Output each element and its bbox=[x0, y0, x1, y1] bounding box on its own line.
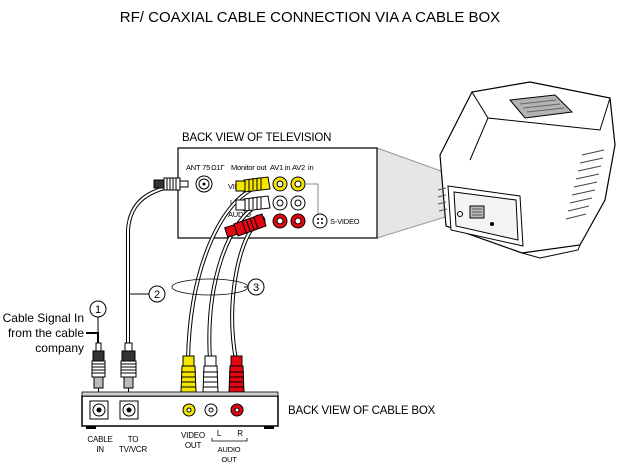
tv-svideo-label: S-VIDEO bbox=[330, 217, 360, 226]
tv-monitor-out-label: Monitor out bbox=[231, 163, 267, 172]
diagram-title: RF/ COAXIAL CABLE CONNECTION VIA A CABLE… bbox=[120, 9, 500, 26]
callout-2: 2 bbox=[154, 289, 160, 301]
cable-signal-label-line3: company bbox=[35, 341, 84, 355]
cable-signal-label-line2: from the cable bbox=[8, 326, 84, 340]
av-cables bbox=[186, 186, 257, 361]
tv-av2-in-jacks bbox=[290, 176, 306, 229]
audio-out-label-line2: OUT bbox=[221, 455, 237, 464]
tv-rca-plugs bbox=[224, 176, 271, 238]
rf-cable-callout: 2 bbox=[130, 285, 166, 303]
audio-out-r-label: R bbox=[237, 429, 243, 438]
red-plug-tv bbox=[224, 213, 267, 238]
cable-in-label-line1: CABLE bbox=[87, 435, 112, 444]
tv-svideo-jack: S-VIDEO bbox=[306, 183, 360, 229]
to-tvvcr-label-line1: TO bbox=[128, 435, 139, 444]
incoming-cable-plug bbox=[91, 342, 106, 396]
to-tvvcr-plug bbox=[120, 342, 137, 396]
cable-box-rf-plugs bbox=[91, 342, 137, 396]
tv-l-label: L bbox=[230, 198, 234, 207]
cable-box-labels: CABLE IN TO TV/VCR VIDEO OUT L R AUDIO O… bbox=[87, 429, 248, 464]
tv-av1-in-label: AV1 in bbox=[270, 163, 290, 172]
tv-ant-jack bbox=[195, 175, 213, 193]
audio-out-label-line1: AUDIO bbox=[218, 445, 241, 454]
video-out-label-line1: VIDEO bbox=[181, 431, 205, 440]
to-tvvcr-label-line2: TV/VCR bbox=[119, 445, 148, 454]
yellow-plug-tv bbox=[235, 176, 271, 193]
cable-signal-label-line1: Cable Signal In bbox=[3, 311, 84, 325]
to-tvvcr-jack bbox=[119, 400, 139, 420]
cable-box: BACK VIEW OF CABLE BOX bbox=[81, 391, 436, 429]
callout-3: 3 bbox=[253, 282, 259, 294]
tv-ant-label: ANT 75Ω1Γ bbox=[186, 163, 224, 172]
tv-audio-label: AUDIO bbox=[228, 210, 251, 219]
video-out-label-line2: OUT bbox=[185, 441, 202, 450]
tv-back-panel: BACK VIEW OF TELEVISION ANT 75Ω1Γ Monito… bbox=[177, 132, 378, 239]
cable-box-back-view-label: BACK VIEW OF CABLE BOX bbox=[288, 405, 436, 417]
tv-back-view-label: BACK VIEW OF TELEVISION bbox=[182, 132, 331, 144]
audio-out-l-label: L bbox=[217, 429, 222, 438]
rf-coaxial-cable bbox=[126, 177, 189, 345]
television-illustration bbox=[376, 81, 616, 259]
white-plug-tv bbox=[235, 195, 271, 212]
cable-box-av-jacks bbox=[182, 403, 244, 417]
callout-1: 1 bbox=[95, 304, 101, 316]
cable-in-label-line2: IN bbox=[96, 445, 104, 454]
av-cables-callout: 3 bbox=[171, 278, 265, 296]
tv-av1-in-jacks bbox=[272, 176, 288, 229]
cable-signal-callout: 1 Cable Signal In from the cable company bbox=[3, 300, 107, 355]
cable-in-jack bbox=[89, 400, 109, 420]
